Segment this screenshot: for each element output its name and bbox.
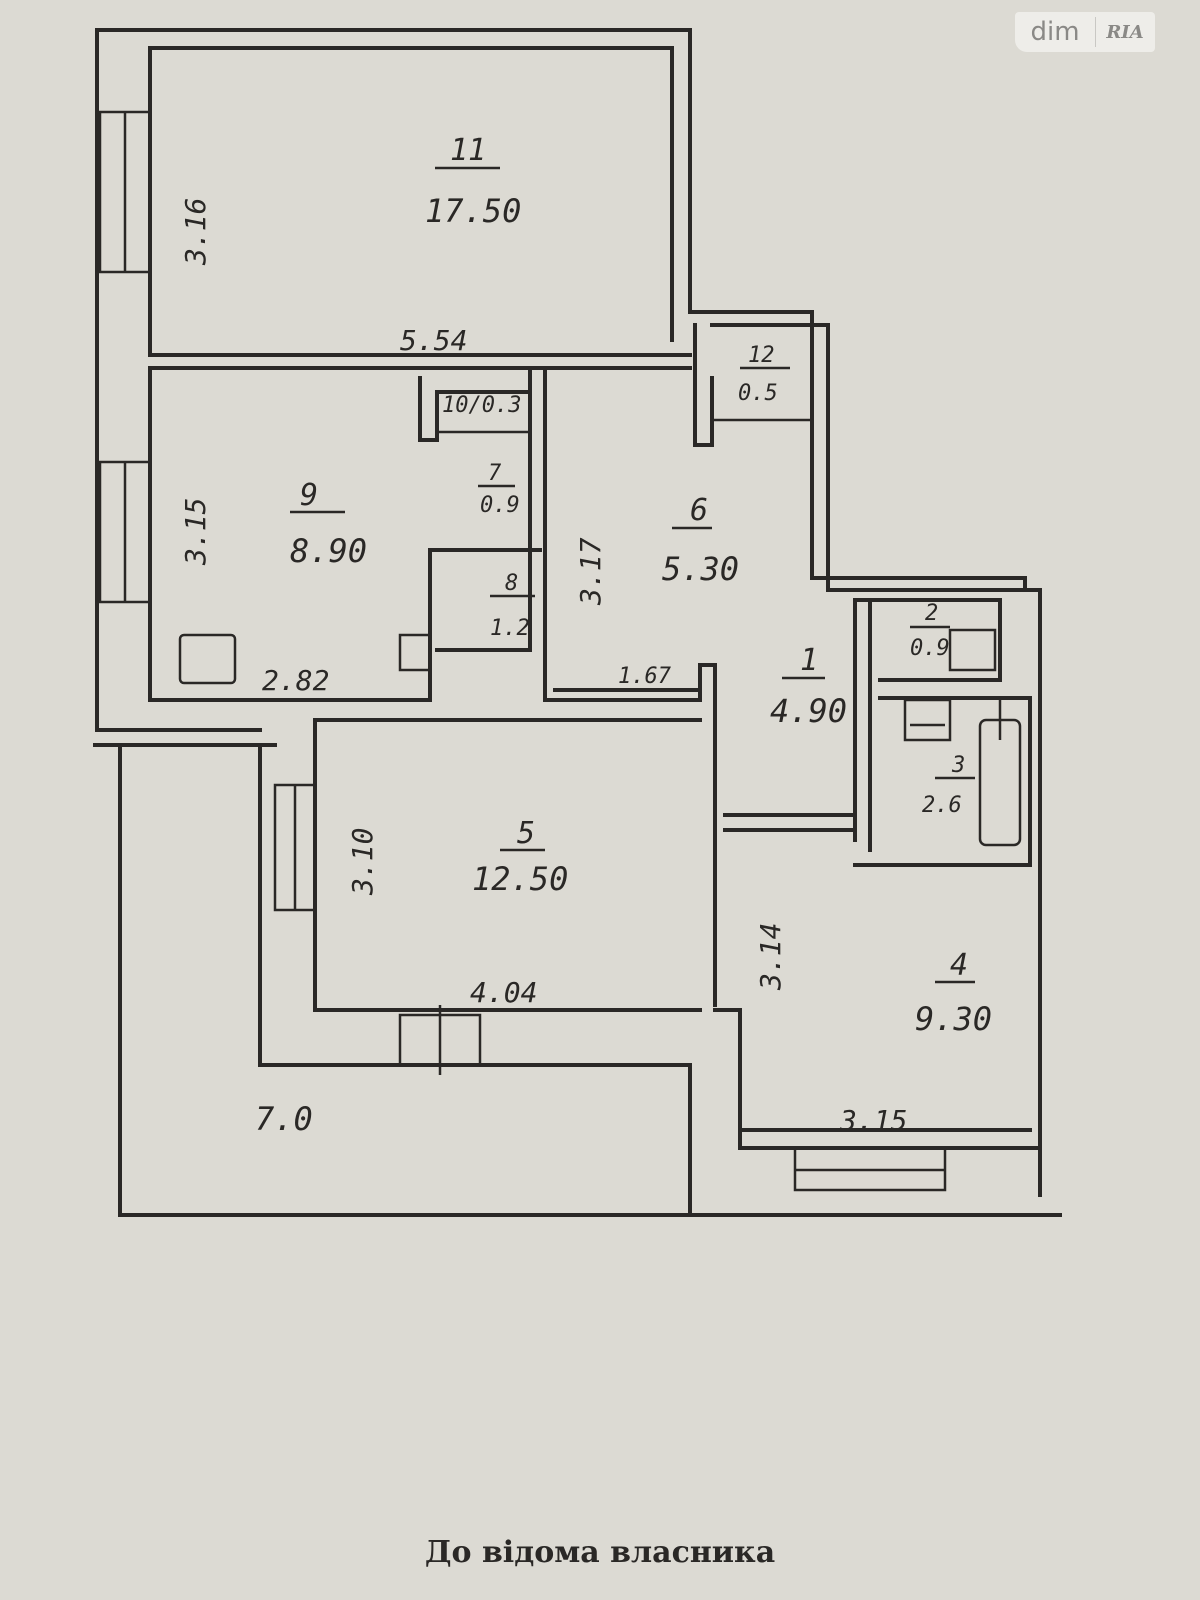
dim-3-14: 3.14 (754, 923, 787, 991)
dim-1-67: 1.67 (618, 664, 672, 689)
dim-4-04: 4.04 (470, 976, 537, 1009)
room-12-area: 0.5 (738, 381, 778, 406)
dimension-labels: 3.16 5.54 3.15 2.82 3.17 1.67 3.10 4.04 … (179, 198, 907, 1138)
room-11-area: 17.50 (425, 192, 521, 230)
caption: До відома власника (424, 1535, 776, 1570)
dim-3-17: 3.17 (574, 537, 607, 606)
room-10-label: 10/0.3 (442, 393, 521, 418)
room-6-area: 5.30 (662, 550, 739, 588)
windows (98, 110, 997, 1192)
watermark-partner-logo: RIA (1106, 21, 1144, 43)
balcony-area: 7.0 (255, 1100, 313, 1138)
room-3-number: 3 (951, 753, 965, 778)
room-7-number: 7 (488, 461, 502, 486)
room-8-area: 1.2 (490, 616, 530, 641)
dim-3-16: 3.16 (179, 198, 212, 266)
room-3-area: 2.6 (922, 793, 962, 818)
room-9-number: 9 (300, 478, 318, 513)
room-1-area: 4.90 (770, 692, 847, 730)
dim-3-10: 3.10 (346, 828, 379, 896)
walls (93, 28, 1062, 1217)
room-4-number: 4 (950, 948, 968, 983)
room-9-area: 8.90 (290, 532, 367, 570)
room-5-area: 12.50 (472, 860, 568, 898)
room-8-number: 8 (505, 571, 518, 596)
room-2-area: 0.9 (910, 636, 950, 661)
room-labels: 11 17.50 12 0.5 10/0.3 9 8.90 7 0.9 8 1.… (290, 133, 992, 1038)
dim-2-82: 2.82 (262, 664, 329, 697)
room-7-area: 0.9 (480, 493, 520, 518)
room-12-number: 12 (748, 343, 775, 368)
sink-icon (398, 633, 432, 672)
watermark-brand: dim (1015, 17, 1096, 47)
dim-3-15: 3.15 (179, 498, 212, 566)
dim-ria-watermark: dim RIA (1015, 12, 1155, 52)
room-6-number: 6 (690, 493, 708, 528)
room-5-number: 5 (517, 816, 535, 851)
room-4-area: 9.30 (915, 1000, 992, 1038)
dim-5-54: 5.54 (400, 324, 467, 357)
room-1-number: 1 (800, 643, 818, 678)
washbasin-icon (948, 628, 997, 672)
stove-icon (178, 633, 237, 685)
room-11-number: 11 (450, 133, 486, 168)
dim-3-15-bottom: 3.15 (839, 1104, 907, 1137)
room-2-number: 2 (925, 601, 938, 626)
